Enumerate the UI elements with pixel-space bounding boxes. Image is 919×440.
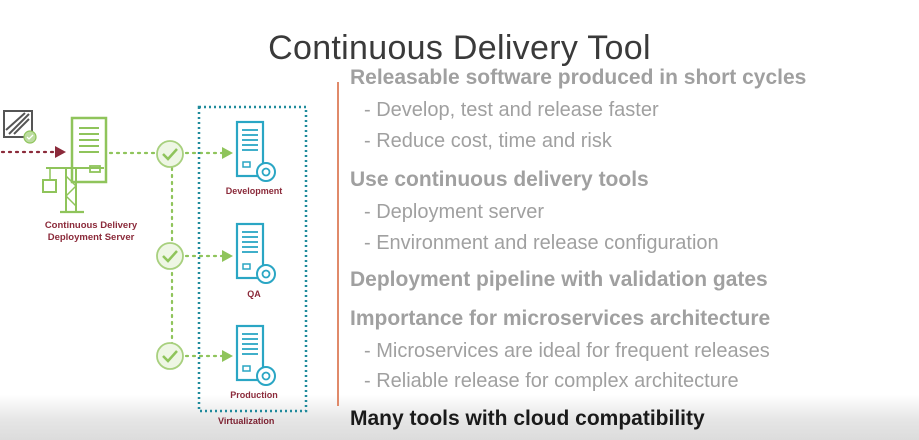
virtualization-label: Virtualization <box>218 416 275 426</box>
arrow-to-production <box>222 350 233 362</box>
input-arrow <box>0 146 66 158</box>
development-server-icon <box>235 120 276 182</box>
deployment-diagram <box>0 105 308 413</box>
bullet-item: Use continuous delivery tools <box>350 168 649 191</box>
bullet-item: Deployment pipeline with validation gate… <box>350 268 768 291</box>
bullet-subitem: - Reliable release for complex architect… <box>364 370 739 392</box>
deployment-server-label: Continuous Delivery Deployment Server <box>30 220 152 244</box>
bullet-subitem: - Environment and release configuration <box>364 232 719 254</box>
bullet-item-highlighted: Many tools with cloud compatibility <box>350 407 705 430</box>
bottom-gradient-band <box>0 395 919 440</box>
package-icon <box>3 110 37 144</box>
deployment-server-label-line2: Deployment Server <box>47 232 135 243</box>
validation-gate-icon <box>156 140 184 168</box>
production-label: Production <box>230 390 278 400</box>
arrow-to-development <box>222 147 233 159</box>
bullet-subitem: - Deployment server <box>364 201 545 223</box>
validation-gate-icon <box>156 342 184 370</box>
bullet-subitem: - Reduce cost, time and risk <box>364 130 612 152</box>
virtualization-group-border <box>197 105 308 413</box>
deployment-server-icon <box>42 116 108 214</box>
deployment-server-label-line1: Continuous Delivery <box>44 220 138 231</box>
development-label: Development <box>225 186 283 196</box>
validation-gate-icon <box>156 242 184 270</box>
production-server-icon <box>235 324 276 386</box>
qa-label: QA <box>247 289 261 299</box>
bullet-subitem: - Microservices are ideal for frequent r… <box>364 340 770 362</box>
arrow-to-qa <box>222 250 233 262</box>
content-divider <box>337 82 339 406</box>
qa-server-icon <box>235 222 276 284</box>
bullet-subitem: - Develop, test and release faster <box>364 99 659 121</box>
bullet-item: Releasable software produced in short cy… <box>350 66 807 89</box>
slide-title: Continuous Delivery Tool <box>268 28 651 67</box>
bullet-item: Importance for microservices architectur… <box>350 307 771 330</box>
